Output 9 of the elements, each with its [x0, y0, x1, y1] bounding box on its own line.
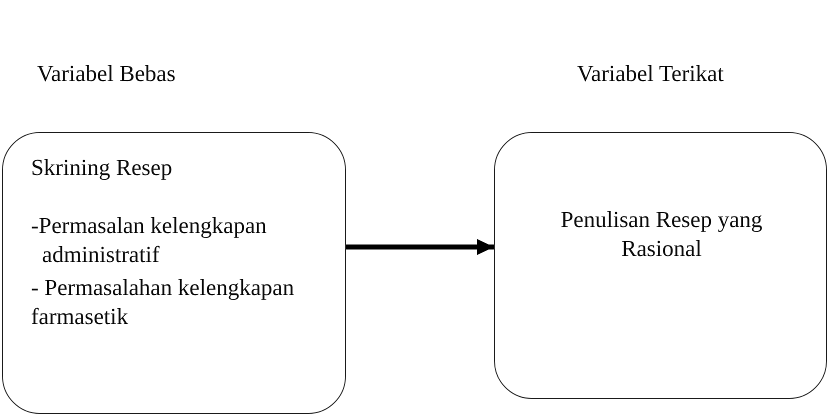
arrow: [346, 239, 494, 255]
rounded-box: [2, 132, 346, 414]
box-text: Penulisan Resep yang Rasional: [560, 206, 764, 263]
rounded-box: [494, 132, 827, 399]
column-heading: Variabel Bebas: [37, 60, 176, 88]
column-heading: Variabel Terikat: [577, 60, 724, 88]
list-item: -Permasalan kelengkapan administratif: [31, 212, 268, 269]
list-item: - Permasalahan kelengkapan farmasetik: [31, 274, 296, 331]
box-heading: Skrining Resep: [31, 154, 174, 182]
